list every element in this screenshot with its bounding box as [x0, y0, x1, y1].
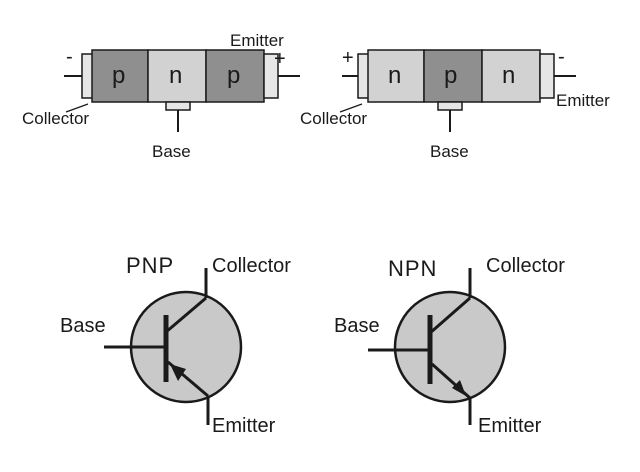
npn-collector-polarity: + — [342, 47, 354, 69]
p-region-left — [91, 49, 149, 103]
npn-collector-label: Collector — [300, 109, 368, 128]
npn-segment-3: n — [502, 62, 516, 89]
pnp-collector-branch — [165, 296, 207, 334]
emitter-lead — [539, 53, 555, 99]
pnp-base-label: Base — [152, 142, 191, 161]
npn-base-label: Base — [430, 142, 469, 161]
pnp-segment-3: p — [227, 62, 241, 89]
npn-segment-2: p — [444, 62, 458, 89]
npn-symbol — [368, 268, 507, 425]
p-region-right — [205, 49, 265, 103]
npn-emitter-label: Emitter — [556, 91, 610, 110]
pnp-collector-label: Collector — [22, 109, 90, 128]
npn-symbol-emitter-label: Emitter — [478, 415, 542, 437]
base-tab — [437, 101, 463, 111]
pnp-emitter-arrow-icon — [170, 364, 186, 381]
collector-leader — [65, 103, 89, 113]
pnp-symbol-emitter-label: Emitter — [212, 415, 276, 437]
npn-emitter-polarity: - — [558, 46, 565, 68]
collector-leader — [339, 103, 363, 113]
base-tab — [165, 101, 191, 111]
pnp-symbol — [104, 268, 243, 425]
npn-block — [339, 49, 576, 132]
npn-collector-branch — [429, 296, 471, 335]
pnp-segment-1: p — [112, 62, 126, 89]
pnp-title: PNP — [126, 253, 175, 278]
pnp-collector-polarity: - — [66, 46, 73, 68]
n-region-right — [481, 49, 541, 103]
pnp-symbol-base-label: Base — [60, 315, 106, 337]
npn-symbol-base-label: Base — [334, 315, 380, 337]
pnp-block — [64, 49, 300, 132]
pnp-emitter-label: Emitter — [230, 31, 284, 50]
npn-body — [393, 290, 507, 404]
pnp-emitter-polarity: + — [274, 48, 286, 70]
pnp-symbol-collector-label: Collector — [212, 255, 291, 277]
npn-title: NPN — [388, 256, 438, 281]
npn-symbol-collector-label: Collector — [486, 255, 565, 277]
npn-emitter-arrow-icon — [452, 380, 466, 396]
pnp-segment-2: n — [169, 62, 183, 89]
npn-segment-1: n — [388, 62, 402, 89]
